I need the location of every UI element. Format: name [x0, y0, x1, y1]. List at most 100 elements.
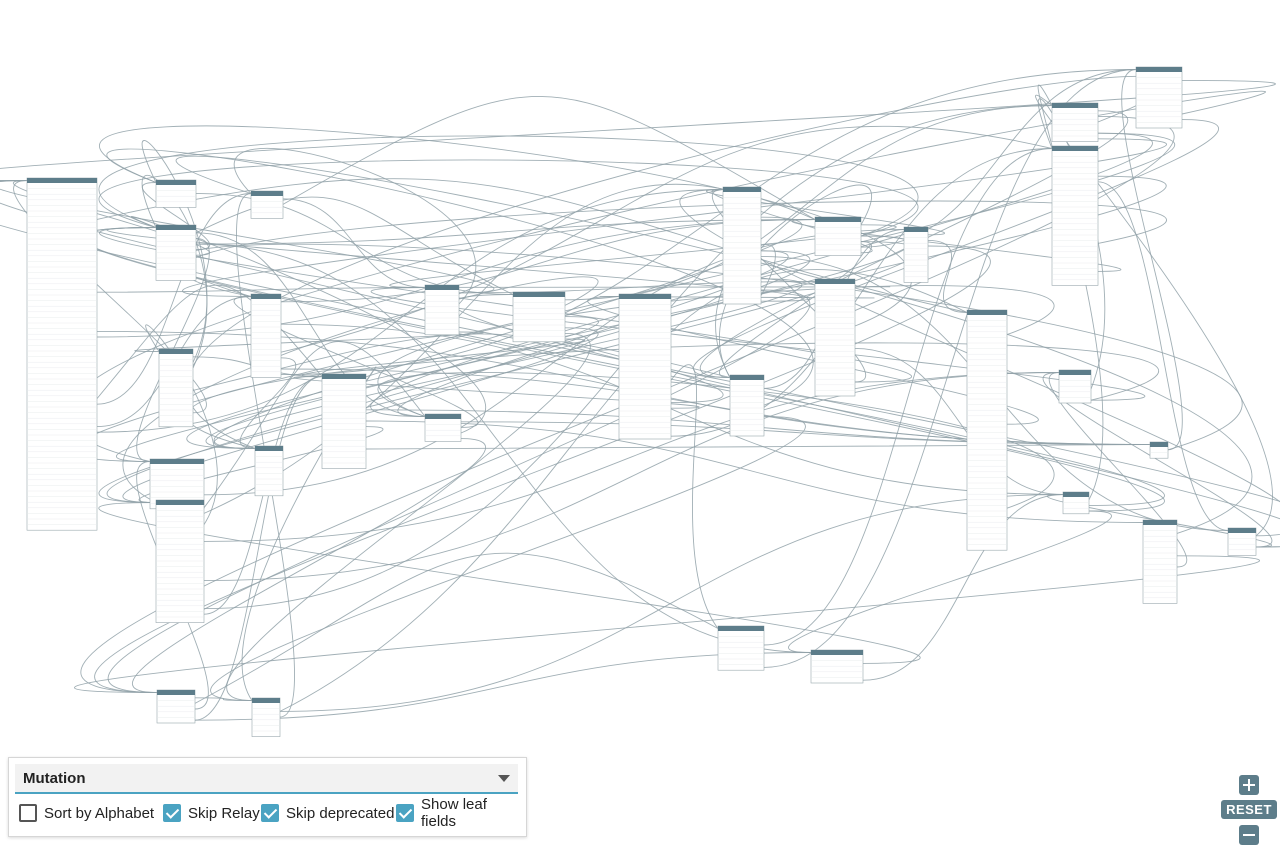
- type-node-header[interactable]: [811, 650, 863, 655]
- type-node-header[interactable]: [967, 310, 1007, 315]
- type-node-header[interactable]: [815, 279, 855, 284]
- edge: [241, 366, 377, 701]
- type-node[interactable]: [729, 374, 765, 437]
- type-node-header[interactable]: [425, 285, 459, 290]
- edge: [195, 219, 816, 245]
- show-leaf-fields-checkbox[interactable]: [396, 804, 414, 822]
- zoom-in-button[interactable]: [1239, 775, 1259, 795]
- zoom-out-button[interactable]: [1239, 825, 1259, 845]
- edge: [1035, 94, 1273, 537]
- type-node-body: [814, 278, 856, 397]
- type-node[interactable]: [618, 293, 672, 440]
- sort-by-alphabet-label: Sort by Alphabet: [44, 804, 155, 822]
- type-node[interactable]: [1058, 369, 1092, 404]
- edge: [96, 219, 816, 338]
- skip-deprecated-checkbox[interactable]: [261, 804, 279, 822]
- type-node[interactable]: [1227, 527, 1257, 556]
- skip-relay-option[interactable]: Skip Relay: [163, 802, 260, 824]
- type-node-header[interactable]: [425, 414, 461, 419]
- type-node[interactable]: [250, 190, 284, 219]
- type-node-header[interactable]: [251, 191, 283, 196]
- type-node[interactable]: [903, 226, 929, 283]
- type-node[interactable]: [1062, 491, 1090, 515]
- type-node-header[interactable]: [27, 178, 97, 183]
- type-node-header[interactable]: [157, 690, 195, 695]
- type-node-header[interactable]: [815, 217, 861, 222]
- edge: [175, 155, 1253, 534]
- type-node-header[interactable]: [1228, 528, 1256, 533]
- type-node[interactable]: [321, 373, 367, 469]
- type-node-header[interactable]: [156, 500, 204, 505]
- sort-by-alphabet-checkbox[interactable]: [19, 804, 37, 822]
- type-node[interactable]: [1142, 519, 1178, 604]
- type-node[interactable]: [158, 348, 194, 428]
- edge: [719, 241, 872, 378]
- show-leaf-fields-option[interactable]: Show leaf fields: [396, 796, 526, 830]
- type-node[interactable]: [156, 689, 196, 724]
- sort-by-alphabet-option[interactable]: Sort by Alphabet: [19, 802, 154, 824]
- edge: [282, 96, 816, 220]
- reset-zoom-button[interactable]: RESET: [1221, 800, 1277, 819]
- type-node[interactable]: [717, 625, 765, 671]
- type-node-body: [155, 224, 197, 281]
- graph-nodes: [26, 66, 1257, 737]
- type-node[interactable]: [1135, 66, 1183, 129]
- type-node-body: [321, 373, 367, 469]
- type-node[interactable]: [250, 293, 282, 378]
- edge: [106, 227, 811, 302]
- type-node[interactable]: [251, 697, 281, 737]
- type-node-header[interactable]: [251, 294, 281, 299]
- type-node[interactable]: [722, 186, 762, 305]
- type-node-header[interactable]: [322, 374, 366, 379]
- type-node[interactable]: [814, 278, 856, 397]
- type-node[interactable]: [1149, 441, 1169, 459]
- chevron-down-icon[interactable]: [498, 775, 510, 782]
- type-node-header[interactable]: [255, 446, 283, 451]
- edge: [98, 159, 919, 237]
- edge: [788, 510, 1112, 653]
- skip-deprecated-option[interactable]: Skip deprecated: [261, 802, 394, 824]
- skip-relay-checkbox[interactable]: [163, 804, 181, 822]
- type-node-header[interactable]: [156, 225, 196, 230]
- type-node-header[interactable]: [718, 626, 764, 631]
- type-node[interactable]: [1051, 102, 1099, 142]
- edge: [587, 296, 1039, 425]
- type-node-header[interactable]: [150, 459, 204, 464]
- type-node-body: [251, 697, 281, 737]
- type-node[interactable]: [155, 224, 197, 281]
- type-node-header[interactable]: [156, 180, 196, 185]
- edge: [377, 285, 1055, 417]
- type-node-header[interactable]: [1150, 442, 1168, 447]
- type-node-header[interactable]: [252, 698, 280, 703]
- edge: [239, 357, 297, 449]
- type-node-header[interactable]: [1059, 370, 1091, 375]
- type-node[interactable]: [814, 216, 862, 256]
- type-node[interactable]: [26, 177, 98, 531]
- schema-root-select[interactable]: Mutation: [15, 764, 518, 794]
- edge: [0, 79, 1276, 181]
- type-node-header[interactable]: [1063, 492, 1089, 497]
- type-node-header[interactable]: [904, 227, 928, 232]
- type-node[interactable]: [254, 445, 284, 497]
- type-node-header[interactable]: [723, 187, 761, 192]
- edge: [131, 216, 486, 434]
- type-node-header[interactable]: [513, 292, 565, 297]
- type-node-header[interactable]: [159, 349, 193, 354]
- edge: [279, 494, 1064, 712]
- type-node-header[interactable]: [619, 294, 671, 299]
- type-node-header[interactable]: [1143, 520, 1177, 525]
- type-node[interactable]: [810, 649, 864, 684]
- type-node-body: [155, 499, 205, 623]
- type-node[interactable]: [155, 179, 197, 208]
- type-node[interactable]: [966, 309, 1008, 551]
- type-node[interactable]: [424, 284, 460, 336]
- type-node-header[interactable]: [1136, 67, 1182, 72]
- type-node-header[interactable]: [1052, 103, 1098, 108]
- type-node-header[interactable]: [1052, 146, 1098, 151]
- type-node[interactable]: [1051, 145, 1099, 286]
- type-node-header[interactable]: [730, 375, 764, 380]
- type-node[interactable]: [512, 291, 566, 343]
- type-node[interactable]: [424, 413, 462, 442]
- type-node[interactable]: [155, 499, 205, 623]
